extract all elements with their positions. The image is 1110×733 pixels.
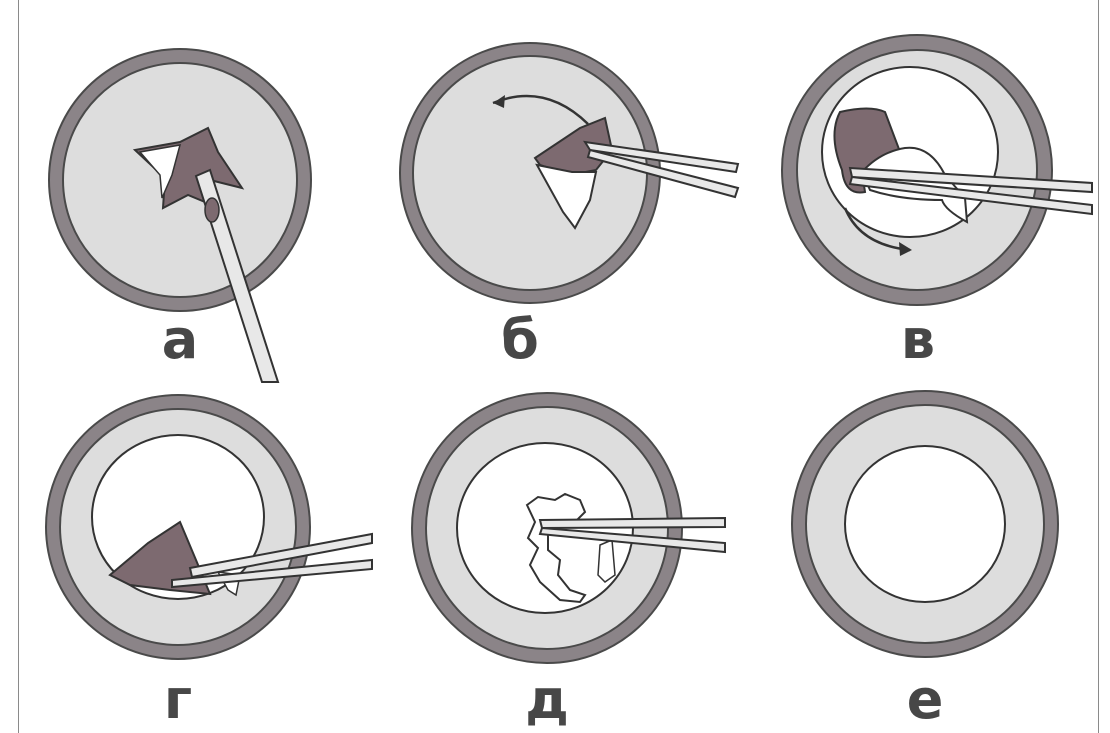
forceps-upper-arm xyxy=(540,518,725,528)
panel-label-b: б xyxy=(501,308,539,371)
panel-a: а xyxy=(49,49,311,382)
dish-surface xyxy=(413,56,647,290)
panel-label-g: г xyxy=(164,668,192,731)
panel-label-e: е xyxy=(907,668,944,731)
panel-label-v: в xyxy=(901,308,935,371)
panel-b: б xyxy=(400,43,738,371)
panel-d: д xyxy=(412,393,725,731)
membrane-tail xyxy=(598,540,615,582)
panel-e: е xyxy=(792,391,1058,731)
capsule-opening xyxy=(845,446,1005,602)
panel-label-a: а xyxy=(162,308,198,371)
panel-label-d: д xyxy=(525,668,569,731)
panel-v: в xyxy=(782,35,1092,371)
panel-g: г xyxy=(46,395,372,731)
needle-tip-membrane xyxy=(205,198,219,222)
